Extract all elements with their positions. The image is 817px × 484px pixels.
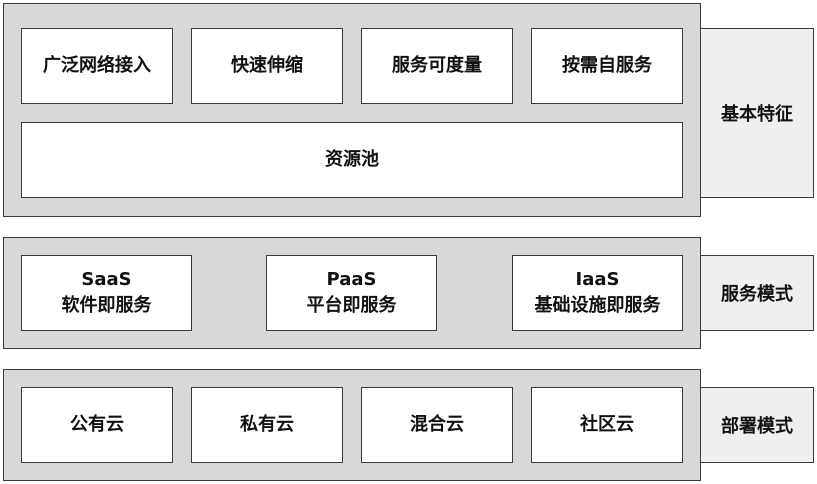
measured-service-box: 服务可度量: [361, 28, 513, 104]
box-label: 社区云: [580, 414, 634, 435]
saas-box: SaaS 软件即服务: [21, 255, 192, 331]
box-label: 按需自服务: [562, 55, 652, 76]
public-cloud-box: 公有云: [21, 387, 173, 463]
service-desc: 软件即服务: [61, 295, 152, 316]
service-name: PaaS: [326, 269, 377, 290]
service-name: SaaS: [81, 269, 132, 290]
broad-network-access-box: 广泛网络接入: [21, 28, 173, 104]
iaas-box: IaaS 基础设施即服务: [512, 255, 683, 331]
box-label: 广泛网络接入: [43, 55, 151, 76]
service-desc: 平台即服务: [306, 295, 397, 316]
box-label: 服务可度量: [392, 55, 482, 76]
service-name: IaaS: [575, 269, 620, 290]
box-label: 资源池: [325, 149, 379, 170]
paas-box: PaaS 平台即服务: [266, 255, 437, 331]
private-cloud-box: 私有云: [191, 387, 343, 463]
box-label: 私有云: [240, 414, 294, 435]
basic-characteristics-label: 基本特征: [700, 28, 814, 198]
box-label: 混合云: [410, 414, 464, 435]
box-label: 快速伸缩: [231, 55, 303, 76]
resource-pool-box: 资源池: [21, 122, 683, 198]
rapid-elasticity-box: 快速伸缩: [191, 28, 343, 104]
service-desc: 基础设施即服务: [534, 295, 661, 316]
deployment-models-label: 部署模式: [700, 387, 814, 463]
community-cloud-box: 社区云: [531, 387, 683, 463]
on-demand-self-service-box: 按需自服务: [531, 28, 683, 104]
service-models-label: 服务模式: [700, 255, 814, 331]
box-label: 公有云: [70, 414, 124, 435]
hybrid-cloud-box: 混合云: [361, 387, 513, 463]
